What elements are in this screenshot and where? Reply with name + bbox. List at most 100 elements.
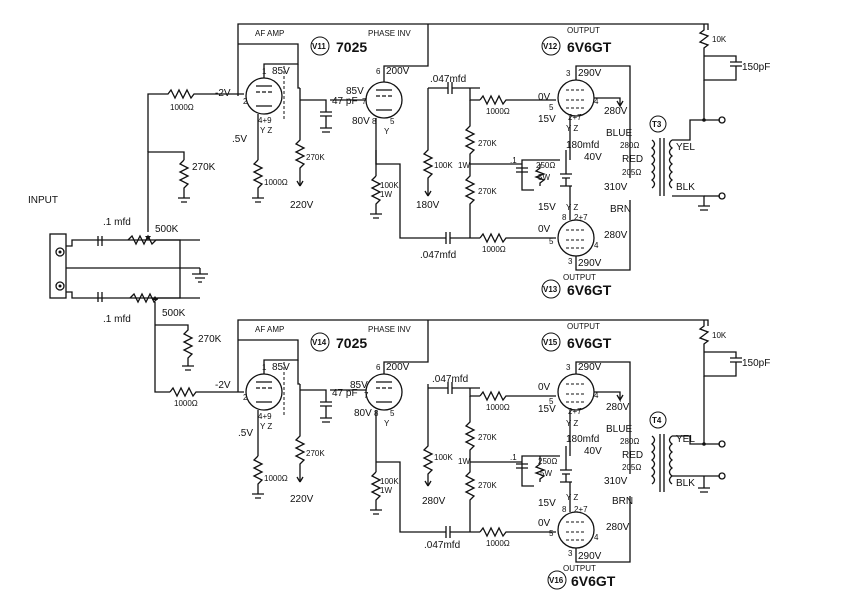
tube-6v6gt-label-bottom: 6V6GT — [571, 573, 616, 589]
svg-text:V12: V12 — [543, 42, 558, 51]
svg-text:5W: 5W — [540, 469, 552, 478]
output-label-top: OUTPUT — [567, 26, 600, 35]
pot1-label: 500K — [155, 224, 179, 235]
cathode-resistor — [252, 159, 264, 198]
svg-text:.047mfd: .047mfd — [430, 74, 466, 85]
svg-text:BRN: BRN — [610, 204, 631, 215]
transformer-primary — [650, 435, 656, 485]
transformer-secondary — [668, 139, 674, 189]
svg-text:RED: RED — [622, 154, 643, 165]
svg-text:3: 3 — [568, 257, 573, 266]
svg-text:5W: 5W — [538, 173, 550, 182]
pi-cathode-resistor — [370, 471, 382, 510]
svg-text:2+7: 2+7 — [568, 113, 582, 122]
svg-text:5: 5 — [549, 397, 554, 406]
input-jack[interactable] — [49, 233, 67, 299]
tube-6v6gt-label-top: 6V6GT — [567, 39, 612, 55]
svg-text:BLUE: BLUE — [606, 128, 632, 139]
svg-text:.047mfd: .047mfd — [424, 540, 460, 551]
svg-text:0V: 0V — [538, 382, 551, 393]
svg-text:1000Ω: 1000Ω — [482, 245, 506, 254]
svg-text:0V: 0V — [538, 224, 551, 235]
svg-text:YEL: YEL — [676, 142, 695, 153]
svg-text:290V: 290V — [578, 68, 602, 79]
svg-text:280Ω: 280Ω — [620, 141, 639, 150]
phase-inv-label: PHASE INV — [368, 325, 411, 334]
feedback-network — [698, 24, 742, 81]
coupling-cap-bottom — [440, 526, 480, 538]
output-tube-v16-icon — [557, 511, 595, 549]
res-270k-label2: 270K — [198, 334, 222, 345]
svg-text:270K: 270K — [478, 433, 497, 442]
svg-text:5: 5 — [390, 117, 395, 126]
svg-text:V14: V14 — [312, 338, 327, 347]
svg-text:6: 6 — [376, 67, 381, 76]
svg-text:5: 5 — [549, 103, 554, 112]
svg-text:1000Ω: 1000Ω — [264, 178, 288, 187]
svg-text:5: 5 — [390, 409, 395, 418]
svg-text:80V: 80V — [352, 116, 370, 127]
svg-text:40V: 40V — [584, 152, 602, 163]
svg-text:4: 4 — [594, 97, 599, 106]
svg-text:V11: V11 — [312, 42, 326, 51]
svg-text:V13: V13 — [543, 285, 558, 294]
svg-text:BLK: BLK — [676, 478, 695, 489]
input-ground-icon — [192, 268, 208, 283]
svg-text:180V: 180V — [416, 200, 440, 211]
input-section: INPUT .1 mfd .1 mfd 500K 500K 270K — [28, 93, 222, 393]
svg-text:3: 3 — [566, 69, 571, 78]
svg-text:280V: 280V — [606, 402, 630, 413]
svg-text:T4: T4 — [652, 416, 662, 425]
speaker-terminal-2[interactable] — [718, 472, 726, 480]
svg-text:-2V: -2V — [215, 380, 231, 391]
svg-text:290V: 290V — [578, 258, 602, 269]
svg-text:180mfd: 180mfd — [566, 434, 599, 445]
svg-text:Y Z: Y Z — [566, 124, 578, 133]
input-cap2-label: .1 mfd — [103, 314, 131, 325]
speaker-terminal-1[interactable] — [718, 116, 726, 124]
svg-text:4+9: 4+9 — [258, 412, 272, 421]
tube-v16-icon — [547, 570, 567, 590]
svg-text:4: 4 — [594, 391, 599, 400]
svg-text:270K: 270K — [306, 153, 325, 162]
tube-v13-icon — [541, 279, 561, 299]
cathode-resistor — [252, 455, 264, 494]
svg-text:270K: 270K — [478, 481, 497, 490]
svg-text:3: 3 — [566, 363, 571, 372]
phase-inv-tube-icon — [365, 373, 403, 411]
plate-resistor-270k — [294, 384, 306, 482]
grid-resistor — [154, 88, 244, 100]
svg-text:1000Ω: 1000Ω — [174, 399, 198, 408]
speaker-terminal-2[interactable] — [718, 192, 726, 200]
svg-text:RED: RED — [622, 450, 643, 461]
cathode-bias-network — [521, 455, 560, 487]
out-grid-res-top — [479, 94, 556, 106]
svg-text:15V: 15V — [538, 114, 556, 125]
svg-text:150pF: 150pF — [742, 62, 770, 73]
output-tube-v13-icon — [557, 219, 595, 257]
svg-text:47 pF: 47 pF — [332, 96, 358, 107]
channel-2: AF AMP PHASE INV V14 7025 OUTPUT V15 6V6… — [169, 319, 770, 590]
svg-text:0V: 0V — [538, 92, 551, 103]
svg-text:1000Ω: 1000Ω — [264, 474, 288, 483]
svg-text:2+7: 2+7 — [568, 407, 582, 416]
speaker-terminal-1[interactable] — [718, 440, 726, 448]
tube-6v6gt-label-bottom: 6V6GT — [567, 282, 612, 298]
jack-contact-top — [55, 247, 65, 257]
svg-text:Y: Y — [384, 127, 390, 136]
input-label: INPUT — [28, 195, 58, 206]
input-cap1-label: .1 mfd — [103, 217, 131, 228]
svg-text:310V: 310V — [604, 182, 628, 193]
svg-text:.5V: .5V — [238, 428, 253, 439]
svg-text:Y Z: Y Z — [566, 493, 578, 502]
svg-text:1000Ω: 1000Ω — [170, 103, 194, 112]
tube-v11-icon — [310, 36, 330, 56]
output-tube-v15-icon — [557, 373, 595, 411]
svg-text:180mfd: 180mfd — [566, 140, 599, 151]
svg-text:2+7: 2+7 — [574, 213, 588, 222]
svg-text:270K: 270K — [306, 449, 325, 458]
pi-cathode-resistor — [370, 175, 382, 214]
cap-47pf — [300, 389, 332, 423]
svg-text:280Ω: 280Ω — [620, 437, 639, 446]
